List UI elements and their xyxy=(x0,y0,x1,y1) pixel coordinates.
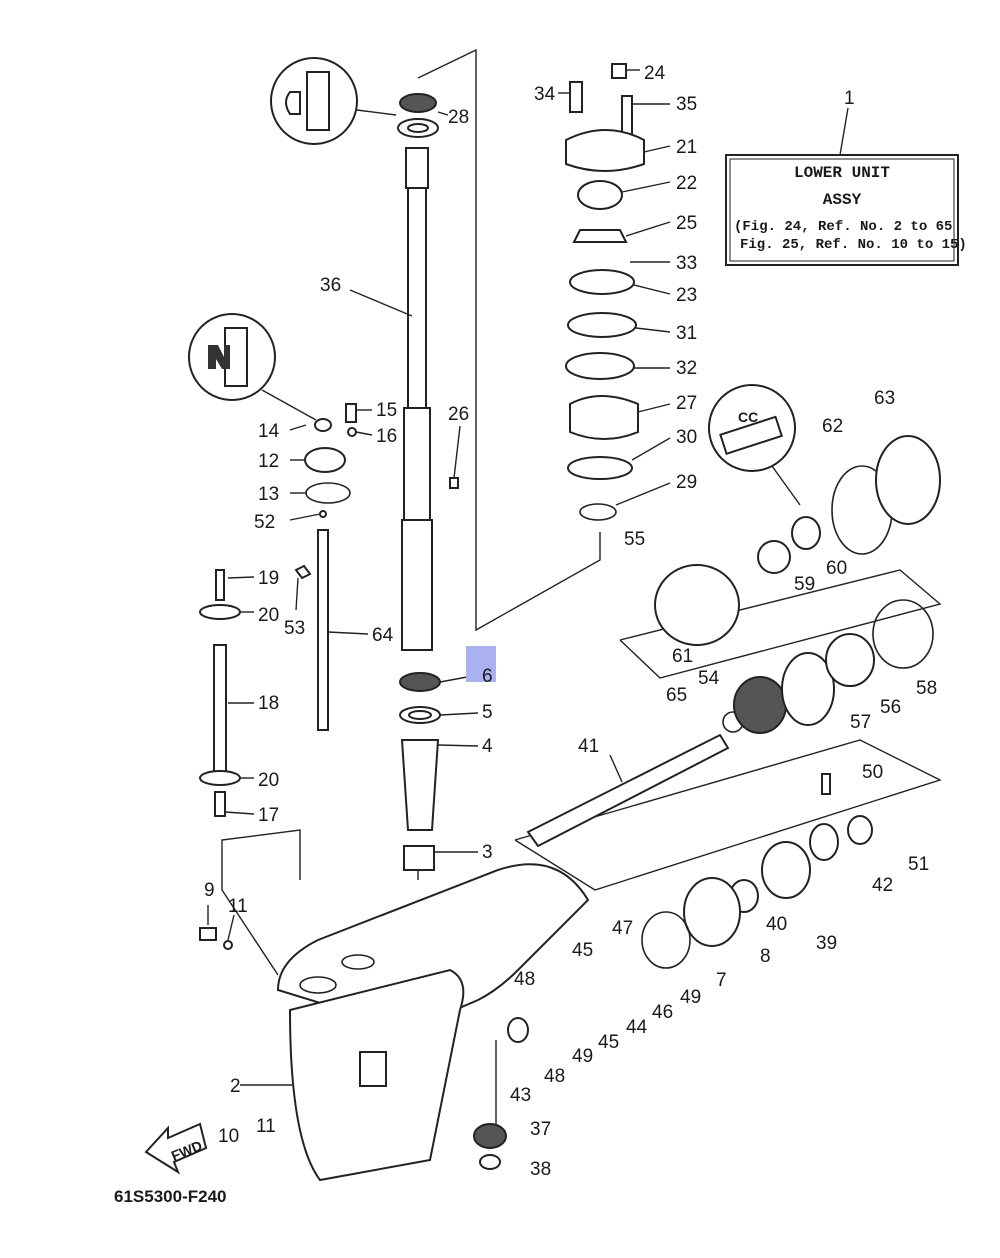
forward-arrow: FWD xyxy=(144,1122,208,1175)
info-box-subtitle: ASSY xyxy=(823,191,862,209)
ref-label-3: 3 xyxy=(482,842,493,863)
ref-label-65: 65 xyxy=(666,685,687,706)
ref-label-30: 30 xyxy=(676,427,697,448)
ref-label-56: 56 xyxy=(880,697,901,718)
ref-label-15: 15 xyxy=(376,400,397,421)
ref-label-1: 1 xyxy=(844,88,855,109)
ref-label-29: 29 xyxy=(676,472,697,493)
info-box-title: LOWER UNIT xyxy=(794,164,890,182)
ref-label-42: 42 xyxy=(872,875,893,896)
ref-label-35: 35 xyxy=(676,94,697,115)
ref-label-14: 14 xyxy=(258,421,280,442)
ref-label-12: 12 xyxy=(258,451,279,472)
info-box-line-2: Fig. 25, Ref. No. 10 to 15) xyxy=(740,237,967,253)
ref-label-38: 38 xyxy=(530,1159,551,1180)
ref-label-55: 55 xyxy=(624,529,645,550)
ref-label-17: 17 xyxy=(258,805,279,826)
ref-label-5: 5 xyxy=(482,702,493,723)
ref-label-40: 40 xyxy=(766,914,787,935)
ref-label-2: 2 xyxy=(230,1076,241,1097)
ref-label-36: 36 xyxy=(320,275,341,296)
diagram-code: 61S5300-F240 xyxy=(114,1187,226,1206)
seals-stack xyxy=(399,672,479,880)
ref-label-63: 63 xyxy=(874,388,895,409)
ref-label-37: 37 xyxy=(530,1119,551,1140)
ref-label-48b: 48 xyxy=(544,1066,565,1087)
ref-label-16: 16 xyxy=(376,426,397,447)
ref-label-54: 54 xyxy=(698,668,720,689)
info-box: LOWER UNIT ASSY (Fig. 24, Ref. No. 2 to … xyxy=(725,88,967,266)
ref-label-21: 21 xyxy=(676,137,697,158)
drive-shaft xyxy=(349,147,433,651)
ref-label-4: 4 xyxy=(482,736,493,757)
propeller-shaft-assembly xyxy=(473,435,941,1170)
ref-label-11b: 11 xyxy=(256,1116,276,1137)
ref-label-28: 28 xyxy=(448,107,469,128)
assembly-outline xyxy=(221,48,942,976)
reference-labels: 2 3 4 5 6 7 8 9 10 11 11 12 13 14 15 16 … xyxy=(204,63,937,1180)
ref-label-13: 13 xyxy=(258,484,279,505)
ref-label-47: 47 xyxy=(612,918,633,939)
ref-label-39: 39 xyxy=(816,933,837,954)
ref-label-51: 51 xyxy=(908,854,929,875)
ref-label-43: 43 xyxy=(510,1085,531,1106)
ref-label-10: 10 xyxy=(218,1126,239,1147)
ref-label-49b: 49 xyxy=(572,1046,593,1067)
ref-label-18: 18 xyxy=(258,693,279,714)
ref-label-41: 41 xyxy=(578,736,599,757)
ref-label-24: 24 xyxy=(644,63,666,84)
ref-label-11a: 11 xyxy=(228,896,248,917)
ref-label-34: 34 xyxy=(534,84,556,105)
ref-label-31: 31 xyxy=(676,323,697,344)
ref-label-7: 7 xyxy=(716,970,727,991)
ref-label-50: 50 xyxy=(862,762,883,783)
ref-label-8: 8 xyxy=(760,946,771,967)
ref-label-23: 23 xyxy=(676,285,697,306)
ref-label-46: 46 xyxy=(652,1002,673,1023)
ref-label-6: 6 xyxy=(482,666,493,687)
shaft-bearings-28 xyxy=(397,93,449,138)
ref-label-27: 27 xyxy=(676,393,697,414)
shift-assembly xyxy=(199,403,461,950)
detail-circle-top xyxy=(270,57,397,145)
ref-label-61: 61 xyxy=(672,646,693,667)
ref-label-48a: 48 xyxy=(514,969,535,990)
ref-label-19: 19 xyxy=(258,568,279,589)
ref-label-9: 9 xyxy=(204,880,215,901)
ref-label-57: 57 xyxy=(850,712,871,733)
ref-label-33: 33 xyxy=(676,253,697,274)
ref-label-62: 62 xyxy=(822,416,843,437)
detail-circle-right: CC xyxy=(708,384,801,506)
ref-label-45b: 45 xyxy=(598,1032,619,1053)
ref-label-49a: 49 xyxy=(680,987,701,1008)
ref-label-32: 32 xyxy=(676,358,697,379)
ref-label-45a: 45 xyxy=(572,940,593,961)
ref-label-25: 25 xyxy=(676,213,697,234)
ref-label-52: 52 xyxy=(254,512,275,533)
ref-label-26: 26 xyxy=(448,404,469,425)
ref-label-60: 60 xyxy=(826,558,847,579)
gearcase-housing xyxy=(240,863,590,1182)
ref-label-22: 22 xyxy=(676,173,697,194)
detail-circle-left xyxy=(188,313,317,421)
ref-label-20b: 20 xyxy=(258,770,279,791)
ref-label-64: 64 xyxy=(372,625,394,646)
ref-label-59: 59 xyxy=(794,574,815,595)
water-pump-stack xyxy=(558,63,671,521)
highlight-marker xyxy=(466,646,496,682)
ref-label-44: 44 xyxy=(626,1017,648,1038)
ref-label-53: 53 xyxy=(284,618,305,639)
svg-text:CC: CC xyxy=(738,409,758,425)
ref-label-58: 58 xyxy=(916,678,937,699)
ref-label-20a: 20 xyxy=(258,605,279,626)
info-box-line-1: (Fig. 24, Ref. No. 2 to 65 xyxy=(734,219,952,235)
